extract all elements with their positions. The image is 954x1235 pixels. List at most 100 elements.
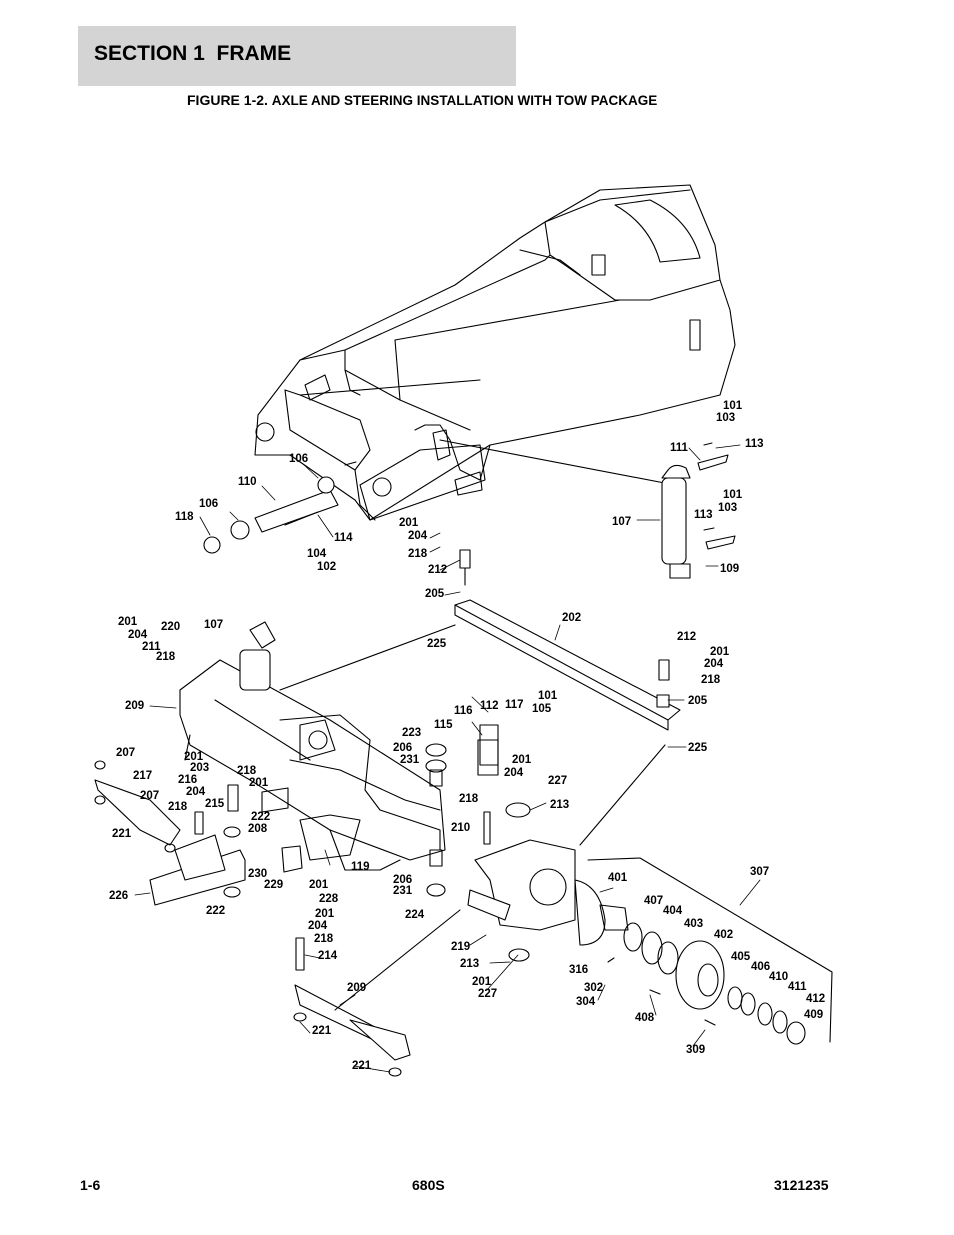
part-callout-label: 216 bbox=[178, 774, 197, 786]
part-callout-label: 201 bbox=[249, 777, 269, 789]
part-callout-label: 218 bbox=[408, 548, 428, 560]
part-callout-label: 101 bbox=[538, 690, 558, 702]
part-callout-label: 405 bbox=[731, 951, 751, 963]
part-callout-label: 204 bbox=[186, 786, 206, 798]
part-callout-label: 118 bbox=[175, 511, 194, 523]
part-callout-label: 309 bbox=[686, 1044, 705, 1056]
part-callout-label: 204 bbox=[408, 530, 428, 542]
part-callout-label: 112 bbox=[480, 700, 499, 712]
callout-leaders bbox=[134, 444, 761, 1073]
part-callout-label: 201 bbox=[710, 646, 730, 658]
part-callout-label: 406 bbox=[751, 961, 770, 973]
part-callout-label: 115 bbox=[434, 719, 453, 731]
part-callout-label: 201 bbox=[315, 908, 335, 920]
part-callout-label: 403 bbox=[684, 918, 703, 930]
part-callout-label: 101 bbox=[723, 489, 743, 501]
part-callout-label: 212 bbox=[677, 631, 696, 643]
part-callout-label: 408 bbox=[635, 1012, 655, 1024]
part-callout-label: 221 bbox=[112, 828, 132, 840]
part-callout-label: 412 bbox=[806, 993, 825, 1005]
section-header-bar: SECTION 1 FRAME bbox=[78, 26, 516, 86]
part-callout-label: 231 bbox=[393, 885, 413, 897]
part-callout-label: 110 bbox=[238, 476, 257, 488]
part-callout-label: 201 bbox=[512, 754, 532, 766]
part-callout-label: 109 bbox=[720, 563, 739, 575]
part-callout-label: 102 bbox=[317, 561, 336, 573]
part-callout-label: 201 bbox=[399, 517, 419, 529]
part-callout-label: 209 bbox=[347, 982, 366, 994]
part-callout-label: 215 bbox=[205, 798, 225, 810]
part-callout-label: 307 bbox=[750, 866, 769, 878]
part-callout-label: 221 bbox=[312, 1025, 332, 1037]
part-callout-label: 224 bbox=[405, 909, 425, 921]
frame-weldment bbox=[254, 184, 736, 521]
part-callout-label: 218 bbox=[459, 793, 479, 805]
part-callout-label: 218 bbox=[701, 674, 721, 686]
part-callout-label: 206 bbox=[393, 742, 412, 754]
part-callout-label: 304 bbox=[576, 996, 596, 1008]
figure-caption-text: AXLE AND STEERING INSTALLATION WITH TOW … bbox=[271, 93, 658, 108]
part-callout-label: 103 bbox=[716, 412, 735, 424]
steering-cylinder-lower bbox=[293, 744, 666, 1077]
part-callout-label: 218 bbox=[156, 651, 176, 663]
part-callout-label: 218 bbox=[168, 801, 188, 813]
part-callout-label: 204 bbox=[308, 920, 328, 932]
part-callout-label: 227 bbox=[548, 775, 567, 787]
part-callout-label: 225 bbox=[427, 638, 447, 650]
part-callout-label: 217 bbox=[133, 770, 152, 782]
part-callout-label: 206 bbox=[393, 874, 412, 886]
part-callout-label: 210 bbox=[451, 822, 470, 834]
part-callout-label: 223 bbox=[402, 727, 421, 739]
diagram-artwork bbox=[94, 184, 833, 1077]
part-callout-label: 213 bbox=[460, 958, 479, 970]
part-callout-label: 402 bbox=[714, 929, 733, 941]
part-callout-label: 213 bbox=[550, 799, 569, 811]
part-callout-label: 212 bbox=[428, 564, 447, 576]
part-callout-label: 211 bbox=[142, 641, 161, 653]
section-title: SECTION 1 FRAME bbox=[94, 42, 292, 65]
part-callout-label: 220 bbox=[161, 621, 180, 633]
part-callout-label: 221 bbox=[352, 1060, 372, 1072]
page-number: 1-6 bbox=[80, 1177, 101, 1193]
part-callout-label: 208 bbox=[248, 823, 268, 835]
tow-bar-parts bbox=[94, 760, 303, 906]
part-callout-label: 411 bbox=[788, 981, 807, 993]
part-callout-label: 202 bbox=[562, 612, 581, 624]
part-callout-label: 219 bbox=[451, 941, 470, 953]
part-callout-label: 404 bbox=[663, 905, 683, 917]
part-callout-label: 201 bbox=[309, 879, 329, 891]
part-callout-label: 107 bbox=[612, 516, 631, 528]
part-callout-label: 407 bbox=[644, 895, 663, 907]
part-callout-label: 201 bbox=[184, 751, 204, 763]
part-callout-label: 101 bbox=[723, 400, 743, 412]
part-callout-label: 226 bbox=[109, 890, 128, 902]
part-callout-label: 214 bbox=[318, 950, 338, 962]
part-callout-label: 410 bbox=[769, 971, 788, 983]
part-callout-label: 204 bbox=[128, 629, 148, 641]
part-callout-label: 218 bbox=[237, 765, 257, 777]
figure-caption: FIGURE 1-2. AXLE AND STEERING INSTALLATI… bbox=[187, 92, 657, 108]
part-callout-label: 107 bbox=[204, 619, 223, 631]
part-callout-label: 111 bbox=[670, 442, 689, 454]
model-name: 680S bbox=[412, 1177, 445, 1193]
part-callout-label: 409 bbox=[804, 1009, 823, 1021]
part-callout-label: 116 bbox=[454, 705, 473, 717]
part-callout-label: 207 bbox=[116, 747, 135, 759]
document-number: 3121235 bbox=[774, 1177, 829, 1193]
part-callout-label: 113 bbox=[694, 509, 713, 521]
part-callout-label: 229 bbox=[264, 879, 283, 891]
spindle-assembly bbox=[425, 724, 576, 962]
steering-cylinder-upper bbox=[439, 439, 736, 579]
part-callout-label: 205 bbox=[688, 695, 708, 707]
part-callout-label: 225 bbox=[688, 742, 708, 754]
callout-labels: 1011031131111011031131071091061101061181… bbox=[109, 400, 825, 1072]
part-callout-label: 302 bbox=[584, 982, 603, 994]
part-callout-label: 401 bbox=[608, 872, 628, 884]
part-callout-label: 209 bbox=[125, 700, 144, 712]
part-callout-label: 316 bbox=[569, 964, 588, 976]
part-callout-label: 106 bbox=[199, 498, 218, 510]
part-callout-label: 222 bbox=[251, 811, 270, 823]
part-callout-label: 218 bbox=[314, 933, 334, 945]
